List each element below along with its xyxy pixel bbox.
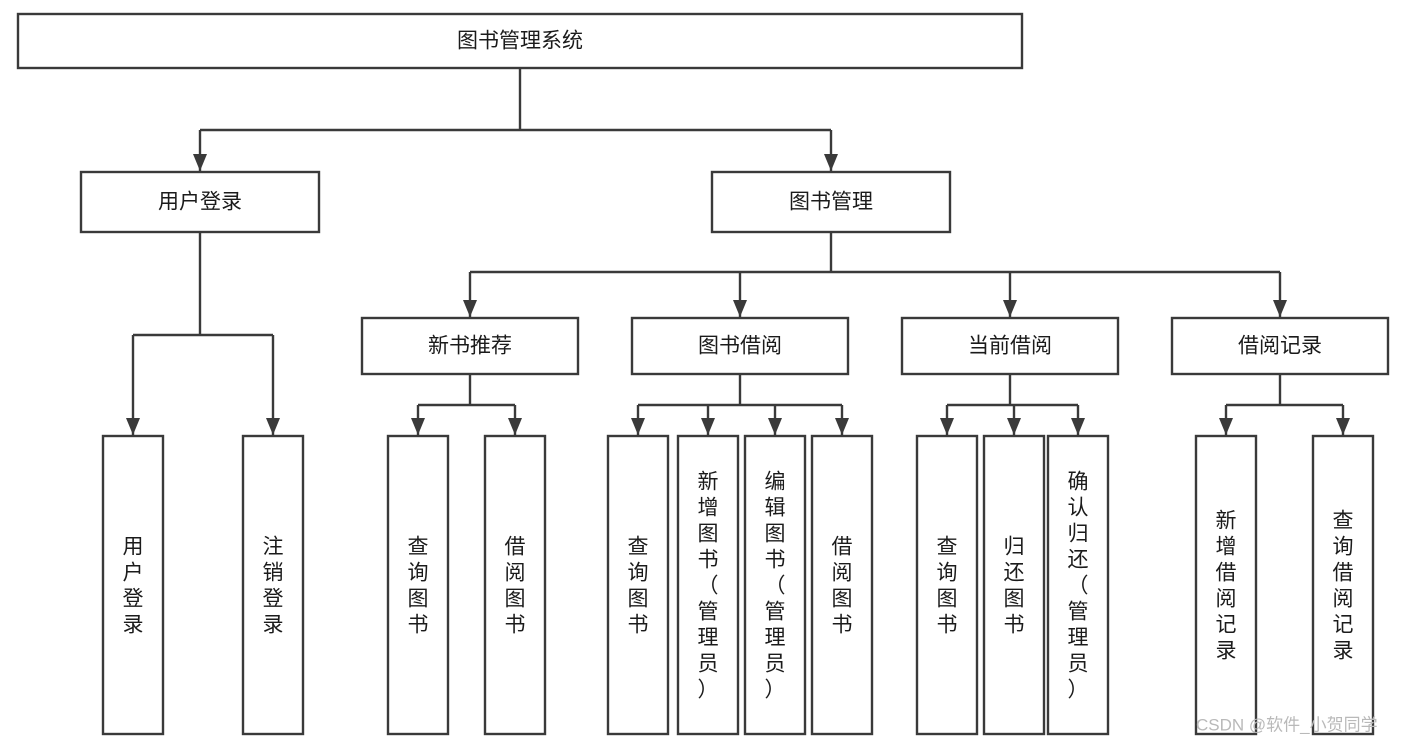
node-leaf-10[interactable]: 确认归还（管理员）	[1046, 434, 1110, 736]
branch-records-arrow-1	[1336, 418, 1350, 435]
node-level3-2-label: 当前借阅	[968, 335, 1052, 358]
branch-current-arrow-0	[940, 418, 954, 435]
node-level2-0-rect[interactable]	[79, 170, 321, 234]
node-leaf-0-label: 用户登录	[123, 535, 144, 636]
node-level3-1-label: 图书借阅	[698, 335, 782, 358]
node-leaf-1-rect[interactable]	[241, 434, 305, 736]
node-leaf-10-label: 确认归还（管理员）	[1068, 470, 1089, 701]
node-level3-3-rect[interactable]	[1170, 316, 1390, 376]
branch-user-login-arrow-0	[126, 418, 140, 435]
node-leaf-9-rect[interactable]	[982, 434, 1046, 736]
node-level3-0[interactable]: 新书推荐	[360, 316, 580, 376]
branch-borrow-arrow-2	[768, 418, 782, 435]
node-leaf-7-rect[interactable]	[810, 434, 874, 736]
branch-new-book-arrow-1	[508, 418, 522, 435]
node-leaf-8-label: 查询图书	[937, 535, 958, 636]
node-leaf-7[interactable]: 借阅图书	[810, 434, 874, 736]
node-leaf-12-label: 查询借阅记录	[1333, 509, 1354, 662]
node-level3-1[interactable]: 图书借阅	[630, 316, 850, 376]
branch-root-arrow-1	[824, 154, 838, 171]
branch-book-mgmt-arrow-1	[733, 300, 747, 317]
node-level2-1[interactable]: 图书管理	[710, 170, 952, 234]
node-leaf-5[interactable]: 新增图书（管理员）	[676, 434, 740, 736]
node-level3-0-label: 新书推荐	[428, 335, 512, 358]
node-leaf-12-rect[interactable]	[1311, 434, 1375, 736]
node-leaf-2-rect[interactable]	[386, 434, 450, 736]
node-leaf-4[interactable]: 查询图书	[606, 434, 670, 736]
branch-user-login-arrow-1	[266, 418, 280, 435]
node-level2-1-label: 图书管理	[789, 191, 873, 214]
node-leaf-4-label: 查询图书	[628, 535, 649, 636]
csdn-watermark: CSDN @软件_小贺同学	[1196, 715, 1378, 734]
node-root[interactable]: 图书管理系统	[16, 12, 1024, 70]
node-level2-0-label: 用户登录	[158, 191, 242, 214]
branch-book-mgmt-arrow-2	[1003, 300, 1017, 317]
node-leaf-7-label: 借阅图书	[832, 535, 853, 636]
node-root-rect[interactable]	[16, 12, 1024, 70]
node-leaf-8-rect[interactable]	[915, 434, 979, 736]
node-leaf-8[interactable]: 查询图书	[915, 434, 979, 736]
node-root-label: 图书管理系统	[457, 30, 583, 53]
branch-book-mgmt-arrow-0	[463, 300, 477, 317]
node-leaf-1-label: 注销登录	[263, 535, 284, 636]
node-leaf-11-label: 新增借阅记录	[1216, 509, 1237, 662]
node-level3-0-rect[interactable]	[360, 316, 580, 376]
node-leaf-10-rect[interactable]	[1046, 434, 1110, 736]
node-leaf-11-rect[interactable]	[1194, 434, 1258, 736]
node-leaf-12[interactable]: 查询借阅记录	[1311, 434, 1375, 736]
branch-new-book-arrow-0	[411, 418, 425, 435]
node-leaf-0[interactable]: 用户登录	[101, 434, 165, 736]
branch-borrow-arrow-0	[631, 418, 645, 435]
branch-current-arrow-2	[1071, 418, 1085, 435]
node-leaf-1[interactable]: 注销登录	[241, 434, 305, 736]
node-level3-1-rect[interactable]	[630, 316, 850, 376]
node-leaf-0-rect[interactable]	[101, 434, 165, 736]
node-leaf-3-rect[interactable]	[483, 434, 547, 736]
branch-book-mgmt-arrow-3	[1273, 300, 1287, 317]
node-leaf-3-label: 借阅图书	[505, 535, 526, 636]
branch-borrow-arrow-1	[701, 418, 715, 435]
branch-records-arrow-0	[1219, 418, 1233, 435]
node-leaf-11[interactable]: 新增借阅记录	[1194, 434, 1258, 736]
node-leaf-2[interactable]: 查询图书	[386, 434, 450, 736]
node-level3-3[interactable]: 借阅记录	[1170, 316, 1390, 376]
node-level3-2-rect[interactable]	[900, 316, 1120, 376]
node-leaf-6[interactable]: 编辑图书（管理员）	[743, 434, 807, 736]
node-level3-2[interactable]: 当前借阅	[900, 316, 1120, 376]
node-level2-1-rect[interactable]	[710, 170, 952, 234]
node-leaf-5-rect[interactable]	[676, 434, 740, 736]
node-boxes: 图书管理系统用户登录图书管理新书推荐图书借阅当前借阅借阅记录用户登录注销登录查询…	[16, 12, 1390, 736]
node-leaf-9-label: 归还图书	[1004, 535, 1025, 636]
node-leaf-9[interactable]: 归还图书	[982, 434, 1046, 736]
branch-borrow-arrow-3	[835, 418, 849, 435]
node-leaf-2-label: 查询图书	[408, 535, 429, 636]
node-leaf-6-label: 编辑图书（管理员）	[765, 470, 786, 701]
branch-current-arrow-1	[1007, 418, 1021, 435]
node-leaf-3[interactable]: 借阅图书	[483, 434, 547, 736]
node-leaf-5-label: 新增图书（管理员）	[698, 470, 719, 701]
node-leaf-4-rect[interactable]	[606, 434, 670, 736]
branch-root-arrow-0	[193, 154, 207, 171]
node-level2-0[interactable]: 用户登录	[79, 170, 321, 234]
connector-lines	[126, 68, 1350, 435]
node-leaf-6-rect[interactable]	[743, 434, 807, 736]
node-level3-3-label: 借阅记录	[1238, 335, 1322, 358]
